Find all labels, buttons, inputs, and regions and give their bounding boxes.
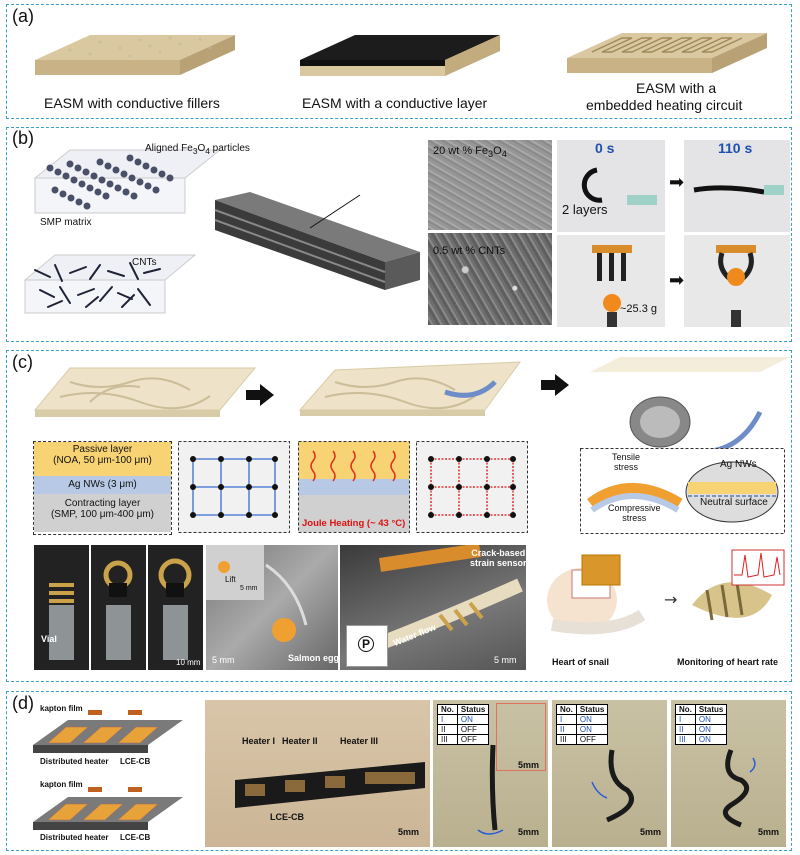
photo-salmon (206, 545, 338, 670)
heater-schematic-1 (33, 710, 183, 753)
kapton-label-2: kapton film (40, 780, 83, 789)
contracting-layer: Contracting layer(SMP, 100 μm-400 μm) (34, 494, 171, 532)
photo-vial-3 (148, 545, 203, 670)
snail-heart-label: Heart of snail (552, 657, 610, 667)
agnws-label-2: Ag NWs (720, 459, 757, 470)
scale-10mm: 10 mm (176, 658, 201, 667)
scale-5mm-a: 5 mm (240, 585, 258, 592)
caption-conductive-fillers: EASM with conductive fillers (44, 95, 220, 111)
slab-conductive-fillers (35, 35, 235, 75)
pressure-symbol: P (358, 636, 374, 652)
two-layers: 2 layers (562, 202, 608, 217)
panel-a (6, 4, 792, 119)
scale-5mm-d1a: 5mm (518, 760, 540, 770)
arrow-b1: ➡ (669, 172, 685, 192)
scale-5mm-d0: 5mm (398, 827, 420, 837)
photo-110s (684, 140, 790, 232)
film-flat (33, 367, 257, 417)
time-0s: 0 s (595, 140, 615, 156)
salmon-label: Salmon egg (288, 653, 340, 663)
lift-label: Lift (225, 575, 236, 584)
photo-gripper-1 (557, 235, 665, 327)
scale-5mm-d1b: 5mm (518, 827, 540, 837)
film-rolled (590, 357, 790, 452)
kapton-label-1: kapton film (40, 704, 83, 713)
agnw-layer: Ag NWs (3 μm) (34, 476, 171, 494)
fe3o4-pct-label: 20 wt % Fe3O4 (433, 145, 507, 160)
scale-5mm-c: 5 mm (494, 655, 517, 665)
cnt-schematic (23, 254, 197, 314)
monitoring-label: Monitoring of heart rate (677, 657, 778, 667)
layered-beam (214, 192, 420, 290)
scale-5mm-b: 5 mm (212, 655, 235, 665)
distributed-label-1: Distributed heater (40, 757, 109, 766)
arrow-b2: ➡ (669, 270, 685, 290)
photo-vial-1 (34, 545, 89, 670)
photo-heater-strip (205, 700, 430, 847)
lcecb-label-2: LCE-CB (120, 833, 151, 842)
panel-c-label: (c) (12, 352, 33, 372)
svg-text:→: → (664, 590, 677, 609)
sem-fe3o4 (428, 140, 552, 230)
caption-heating-circuit-1: EASM with a (636, 80, 717, 96)
neutral-surface-label: Neutral surface (700, 497, 768, 508)
lcecb-label-1: LCE-CB (120, 757, 151, 766)
heater-schematic-2 (33, 787, 183, 830)
aligned-fe3o4-label: Aligned Fe3O4 particles (145, 143, 250, 156)
photo-gripper-2 (684, 235, 790, 327)
panel-b-label: (b) (12, 128, 34, 148)
heater-2-label: Heater II (282, 736, 318, 746)
joule-stack (298, 441, 410, 533)
inset-bend-1 (496, 703, 546, 771)
stress-diagram (580, 448, 785, 534)
smp-matrix-label: SMP matrix (40, 217, 92, 228)
snail-illustration: → (547, 549, 785, 635)
heater-1-label: Heater I (242, 736, 276, 746)
heater-3-label: Heater III (340, 736, 379, 746)
distributed-label-2: Distributed heater (40, 833, 109, 842)
sem-cnts (428, 233, 552, 325)
panel-b (6, 127, 792, 342)
panel-c (6, 350, 792, 682)
grid-network-1 (178, 441, 290, 533)
slab-conductive-layer (300, 35, 500, 76)
time-110s: 110 s (718, 140, 753, 156)
caption-heating-circuit-2: embedded heating circuit (586, 97, 743, 113)
slab-heating-circuit (567, 33, 767, 73)
cnt-pct-label: 0.5 wt % CNTs (433, 245, 506, 257)
panel-d-label: (d) (12, 693, 34, 713)
photo-0s (557, 140, 665, 232)
vial-label: Vial (41, 634, 57, 644)
photo-vial-2 (91, 545, 146, 670)
fe3o4-schematic (33, 149, 222, 214)
joule-label: Joule Heating (~ 43 °C) (302, 518, 406, 529)
layer-stack: Passive layer(NOA, 50 μm-100 μm) Ag NWs … (33, 441, 172, 535)
panel-d (6, 691, 792, 851)
weight-label: ~25.3 g (620, 303, 658, 315)
grid-network-2 (416, 441, 528, 533)
arrow-c2 (541, 374, 569, 396)
caption-conductive-layer: EASM with a conductive layer (302, 95, 488, 111)
scale-5mm-d3: 5mm (758, 827, 780, 837)
scale-5mm-d2: 5mm (640, 827, 662, 837)
lcecb-label-3: LCE-CB (270, 812, 304, 822)
passive-layer: Passive layer(NOA, 50 μm-100 μm) (34, 442, 171, 476)
film-heating (298, 361, 522, 416)
panel-a-label: (a) (12, 6, 34, 26)
cnts-label: CNTs (132, 257, 157, 268)
arrow-c1 (246, 384, 274, 406)
